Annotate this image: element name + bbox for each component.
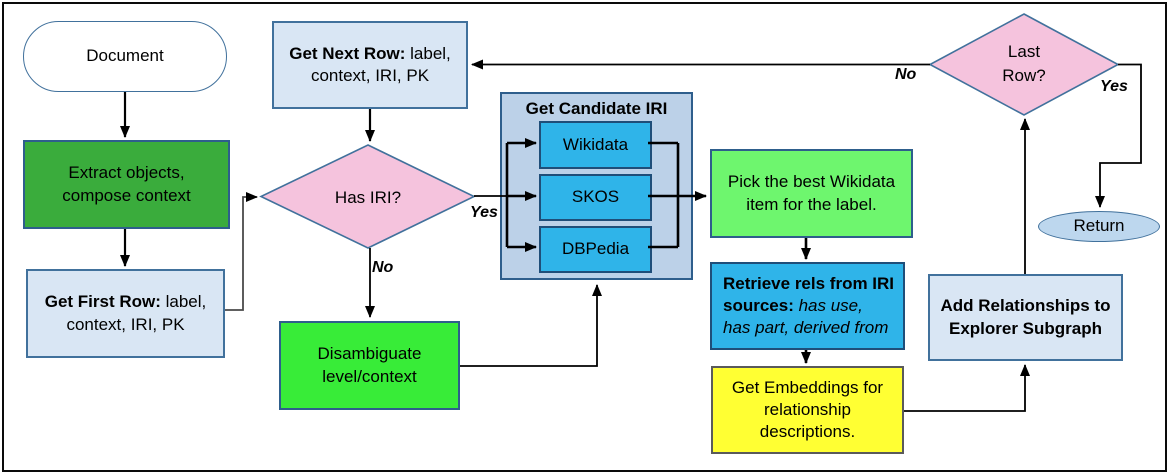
get-embeddings-line-2: relationship xyxy=(764,399,851,419)
has-iri-no-label: No xyxy=(372,259,394,276)
skos-source-box: SKOS xyxy=(539,174,652,221)
add-relationships-step: Add Relationships to Explorer Subgraph xyxy=(928,274,1123,361)
wikidata-label: Wikidata xyxy=(562,134,629,154)
last-row-label: Last Row? xyxy=(974,40,1074,88)
has-iri-label: Has IRI? xyxy=(334,188,402,207)
extract-line-2: compose context xyxy=(62,185,191,205)
get-first-row-line-1: Get First Row: label, xyxy=(45,291,207,313)
retrieve-rels-step: Retrieve rels from IRI sources: has use,… xyxy=(710,262,905,350)
extract-objects-step: Extract objects, compose context xyxy=(23,140,230,229)
arrow-embeddings-to-add-relationships xyxy=(904,364,1030,412)
last-row-line-1: Last xyxy=(1007,42,1041,61)
get-next-row-line-1: Get Next Row: label, xyxy=(289,43,451,65)
get-embeddings-step: Get Embeddings for relationship descript… xyxy=(711,366,904,454)
get-first-row-line-2: context, IRI, PK xyxy=(66,314,185,334)
add-relationships-line-2: Explorer Subgraph xyxy=(948,318,1103,338)
document-terminal: Document xyxy=(23,21,227,92)
pick-best-line-2: item for the label. xyxy=(746,194,877,214)
get-candidate-iri-group: Get Candidate IRI Wikidata SKOS DBPedia xyxy=(500,92,693,280)
get-next-row-bold: Get Next Row: xyxy=(289,43,406,63)
get-candidate-iri-title: Get Candidate IRI xyxy=(525,99,668,118)
return-label: Return xyxy=(1073,216,1125,236)
disambiguate-step: Disambiguate level/context xyxy=(279,321,460,410)
get-next-row-rest: label, xyxy=(405,43,451,63)
has-iri-yes-label: Yes xyxy=(470,204,498,221)
get-embeddings-line-3: descriptions. xyxy=(759,422,856,442)
return-terminal: Return xyxy=(1038,211,1160,242)
last-row-no-label: No xyxy=(895,66,917,83)
get-first-row-bold: Get First Row: xyxy=(44,292,161,312)
get-embeddings-line-1: Get Embeddings for xyxy=(731,377,884,397)
last-row-yes-label: Yes xyxy=(1100,78,1128,95)
last-row-line-2: Row? xyxy=(1002,65,1046,85)
arrow-disambiguate-to-candidate xyxy=(460,284,602,367)
add-relationships-line-1: Add Relationships to xyxy=(940,296,1111,316)
retrieve-rels-line-1: Retrieve rels from IRI xyxy=(723,273,895,293)
document-label: Document xyxy=(86,46,164,66)
get-first-row-step: Get First Row: label, context, IRI, PK xyxy=(26,269,225,358)
retrieve-rels-line-3: has part, derived from xyxy=(723,318,889,338)
get-first-row-rest: label, xyxy=(160,292,207,312)
pick-best-step: Pick the best Wikidata item for the labe… xyxy=(710,149,913,238)
skos-label: SKOS xyxy=(571,187,620,207)
wikidata-source-box: Wikidata xyxy=(539,121,652,169)
retrieve-rels-hasuse-italic: has use, xyxy=(793,295,863,315)
disambiguate-line-1: Disambiguate xyxy=(317,344,422,364)
pick-best-line-1: Pick the best Wikidata xyxy=(727,172,896,192)
get-next-row-line-2: context, IRI, PK xyxy=(310,66,430,85)
dbpedia-source-box: DBPedia xyxy=(539,226,652,273)
get-next-row-step: Get Next Row: label, context, IRI, PK xyxy=(272,21,468,109)
extract-line-1: Extract objects, xyxy=(68,163,185,183)
dbpedia-label: DBPedia xyxy=(561,239,630,259)
disambiguate-line-2: level/context xyxy=(322,366,417,386)
retrieve-rels-sources-bold: sources: xyxy=(723,295,794,315)
retrieve-rels-line-2: sources: has use, xyxy=(723,295,863,317)
